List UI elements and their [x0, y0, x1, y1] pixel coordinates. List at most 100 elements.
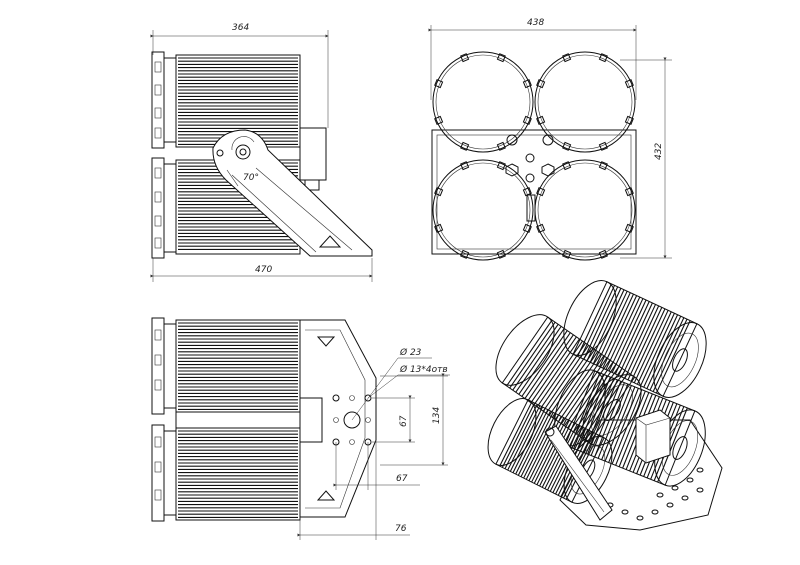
- iso-fin: [569, 372, 601, 448]
- lamp-clip: [536, 187, 546, 197]
- iso-fin: [618, 392, 650, 467]
- lamp-clip: [496, 53, 506, 63]
- lamp-heads-front: [432, 51, 636, 261]
- mounting-plate-top: [299, 319, 377, 518]
- iso-fin: [611, 299, 647, 373]
- lamp-clip: [536, 115, 546, 125]
- top-heatsink-top: [175, 319, 301, 413]
- iso-fin: [525, 414, 559, 480]
- iso-fin: [599, 293, 634, 367]
- lamp-clip: [496, 141, 506, 151]
- iso-fin: [501, 402, 536, 468]
- lamp-clip: [624, 115, 634, 125]
- iso-fin: [605, 296, 641, 370]
- lamp-head-front: [432, 51, 534, 153]
- side-view: 364: [150, 23, 373, 282]
- dim-label-364: 364: [232, 23, 249, 33]
- lamp-clip: [522, 223, 532, 233]
- iso-fin: [533, 418, 567, 484]
- lamp-clip: [460, 161, 470, 171]
- lamp-clip: [536, 223, 546, 233]
- top-flange-top: [151, 317, 177, 415]
- iso-fin: [583, 378, 615, 453]
- angle-label: 70°: [243, 173, 259, 183]
- iso-fin: [590, 381, 622, 456]
- iso-fin: [602, 295, 638, 369]
- front-view: 438 432: [428, 18, 672, 261]
- iso-fin: [524, 332, 571, 399]
- lamp-clip: [460, 53, 470, 63]
- side-flange-top: [151, 51, 177, 149]
- top-heatsink-bottom: [175, 427, 301, 521]
- iso-fin: [527, 334, 574, 401]
- plate-hole: [696, 467, 704, 473]
- iso-fin: [570, 363, 617, 431]
- iso-fin: [539, 342, 587, 410]
- iso-fin: [512, 408, 546, 473]
- side-flange-bottom: [151, 157, 177, 259]
- hole-label-13: Ø 13*4отв: [399, 364, 448, 375]
- side-heatsink-top: [175, 54, 301, 148]
- mounting-bracket-side: 70°: [212, 129, 373, 257]
- hole-callout-small: Ø 13*4отв: [367, 364, 450, 399]
- lamp-clip: [562, 141, 572, 151]
- iso-fin: [517, 410, 552, 476]
- lamp-clip: [562, 249, 572, 259]
- iso-fin: [633, 310, 669, 384]
- iso-fin: [564, 359, 611, 427]
- iso-fin: [621, 304, 657, 378]
- iso-fin: [655, 320, 691, 394]
- dimension-mount-67-h: 67: [333, 442, 420, 490]
- lamp-clip: [434, 187, 444, 197]
- dimension-side-depth: 470: [150, 258, 373, 282]
- lamp-clip: [562, 53, 572, 63]
- iso-fin: [611, 389, 643, 465]
- isometric-view: [487, 280, 723, 531]
- lamp-clip: [562, 161, 572, 171]
- lamp-clip: [434, 79, 444, 89]
- front-clamp: [526, 194, 536, 222]
- iso-fin: [521, 330, 568, 397]
- dimension-side-width: 364: [150, 23, 329, 128]
- iso-fin: [573, 374, 604, 449]
- iso-fin: [576, 375, 608, 451]
- front-frame: [431, 129, 637, 255]
- iso-fin: [507, 405, 541, 471]
- plate-hole: [671, 485, 679, 491]
- iso-fin: [499, 401, 533, 467]
- dim-label-67-h: 67: [396, 474, 408, 484]
- plate-hole: [651, 509, 659, 515]
- iso-fin: [630, 308, 666, 382]
- lamp-clip: [598, 53, 608, 63]
- iso-fin: [614, 301, 650, 375]
- plate-hole: [636, 515, 644, 521]
- plate-hole: [696, 487, 704, 493]
- iso-fin: [560, 357, 608, 425]
- lamp-clip: [522, 115, 532, 125]
- dim-label-432: 432: [654, 143, 664, 160]
- iso-fin: [506, 319, 553, 387]
- lamp-clip: [598, 161, 608, 171]
- lamp-clip: [434, 223, 444, 233]
- lamp-clip: [624, 79, 634, 89]
- iso-fin: [539, 421, 573, 487]
- iso-fin: [608, 298, 644, 372]
- iso-fin: [594, 382, 625, 458]
- iso-fin: [643, 314, 679, 388]
- iso-lamp-cylinders: [487, 280, 707, 504]
- iso-fin: [597, 383, 629, 459]
- driver-box-side: [299, 127, 327, 181]
- dim-label-67-v: 67: [399, 415, 409, 427]
- dim-label-134: 134: [432, 407, 442, 424]
- iso-fin: [587, 379, 618, 455]
- lamp-clip: [434, 115, 444, 125]
- lamp-head-front: [432, 159, 534, 261]
- iso-fin: [557, 355, 605, 422]
- lamp-clip: [496, 161, 506, 171]
- lamp-clip: [624, 187, 634, 197]
- iso-fin: [548, 349, 596, 416]
- dim-label-470: 470: [255, 265, 272, 275]
- iso-fin: [595, 292, 631, 366]
- iso-fin: [567, 361, 614, 429]
